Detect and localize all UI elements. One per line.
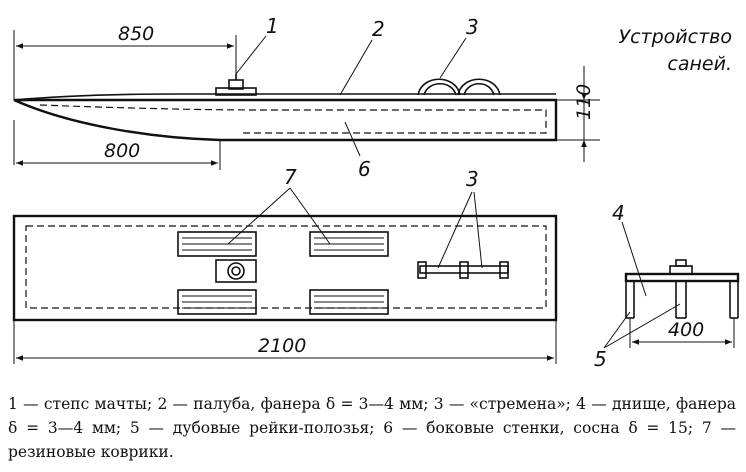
deck-top-inner-dashed	[25, 225, 547, 309]
hull-side-outline	[13, 98, 558, 142]
callout-5: 5	[594, 347, 607, 371]
callout-3-side: 3	[466, 15, 479, 39]
callout-1: 1	[266, 14, 279, 38]
bottom-plate	[624, 272, 740, 283]
callout-2: 2	[372, 17, 385, 41]
figure-caption: 1 — степс мачты; 2 — палуба, фанера δ = …	[8, 395, 736, 461]
rubber-mat	[177, 289, 257, 315]
dim-110-label: 110	[573, 84, 595, 120]
rubber-mat	[309, 289, 389, 315]
callout-4: 4	[612, 201, 625, 225]
dim-2100-label: 2100	[258, 335, 306, 357]
stirrups-top	[417, 261, 509, 279]
side-view: 850 800 110 1 2 3 6	[13, 14, 600, 181]
top-view: 7 3 2100	[12, 165, 558, 364]
deck-top-outline	[12, 214, 558, 322]
side-inner-dashed	[39, 104, 547, 134]
rubber-mat	[177, 231, 257, 257]
technical-drawing: 850 800 110 1 2 3 6	[12, 14, 740, 371]
mast-step-top	[215, 259, 257, 283]
stirrups-side	[417, 78, 501, 96]
end-view: 4 5 400	[594, 201, 740, 371]
dim-400-label: 400	[668, 319, 704, 341]
drawing-title: Устройство саней.	[592, 24, 732, 78]
mast-step	[215, 74, 257, 96]
title-line-2: саней.	[667, 53, 732, 75]
dim-800-label: 800	[104, 140, 140, 162]
rubber-mat	[309, 231, 389, 257]
callout-6: 6	[358, 157, 371, 181]
callout-3-top: 3	[466, 167, 479, 191]
dim-850-label: 850	[118, 23, 154, 45]
title-line-1: Устройство	[618, 26, 732, 48]
deck-line	[13, 93, 556, 101]
callout-7: 7	[284, 165, 297, 189]
